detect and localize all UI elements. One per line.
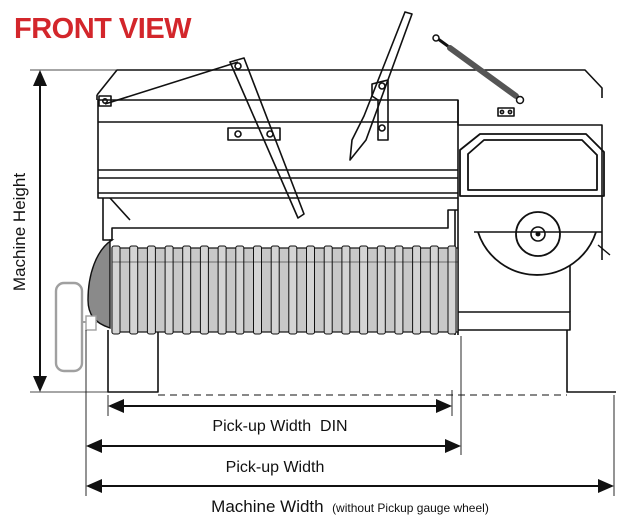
pickup-side-shield: [87, 239, 115, 329]
pickup-tine: [341, 245, 351, 335]
dimension-lines: [30, 69, 615, 496]
dimension-arrows: [33, 70, 614, 493]
hydraulic-cylinder: [432, 34, 525, 105]
pickup-tine: [359, 245, 369, 335]
pickup-tine: [111, 245, 121, 335]
right-lift-arm: [349, 11, 413, 161]
machine-width-main: Machine Width: [211, 497, 323, 516]
pickup-tine: [270, 245, 280, 335]
pickup-gauge-wheel: [54, 281, 97, 373]
pickup-tine: [412, 245, 422, 335]
side-cover: [459, 133, 605, 197]
pickup-tine: [429, 245, 439, 335]
pickup-tine: [447, 245, 457, 335]
pickup-drum: [111, 245, 459, 335]
diagram-title: FRONT VIEW: [14, 13, 192, 45]
left-lift-arm: [104, 57, 305, 219]
pickup-tine: [394, 245, 404, 335]
pickup-tine: [288, 245, 298, 335]
pickup-tine: [182, 245, 192, 335]
drive-wheel: [474, 211, 611, 276]
pickup-tine: [323, 245, 333, 335]
machine-height-label: Machine Height: [10, 173, 29, 291]
pickup-tine: [217, 245, 227, 335]
pickup-tine: [164, 245, 174, 335]
pickup-tine: [146, 245, 156, 335]
machine-width-note: (without Pickup gauge wheel): [332, 501, 489, 515]
pickup-tine: [306, 245, 315, 335]
pickup-tine: [129, 245, 139, 335]
pickup-tine: [376, 245, 386, 335]
pickup-tine: [253, 245, 262, 335]
pickup-width-din-label: Pick-up Width DIN: [212, 418, 347, 435]
pickup-tine: [235, 245, 245, 335]
pickup-width-label: Pick-up Width: [226, 459, 325, 476]
machine-width-label: Machine Width (without Pickup gauge whee…: [211, 497, 489, 516]
pickup-tine: [199, 245, 209, 335]
